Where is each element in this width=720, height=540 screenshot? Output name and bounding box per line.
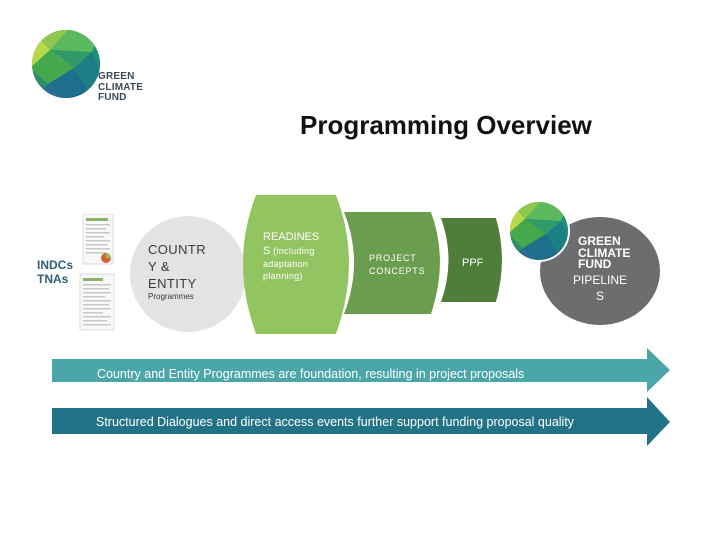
pipeline-line-2: S	[562, 288, 638, 304]
country-line-3: ENTITY	[148, 275, 212, 292]
page-title: Programming Overview	[300, 110, 592, 141]
pipelines-label: PIPELINE S	[562, 272, 638, 304]
green-climate-fund-logo-globe	[30, 28, 102, 100]
project-line-1: PROJECT	[369, 252, 439, 265]
country-entity-label: COUNTR Y & ENTITY	[148, 241, 212, 292]
readiness-label: READINES S (including adaptation plannin…	[263, 230, 347, 282]
readiness-line-2-small: (including	[270, 246, 314, 256]
document-thumbnail-graphic	[78, 214, 124, 332]
small-logo-globe	[508, 200, 570, 262]
project-line-2: CONCEPTS	[369, 265, 439, 278]
readiness-line-2: S (including	[263, 244, 347, 258]
first-arrow-label: Country and Entity Programmes are founda…	[97, 367, 524, 381]
arrows-graphic	[50, 348, 672, 448]
ppf-label: PPF	[462, 257, 483, 269]
readiness-line-1: READINES	[263, 230, 347, 244]
tnas-line: TNAs	[37, 272, 83, 286]
logo-line-fund: FUND	[98, 93, 168, 104]
indcs-line: INDCs	[37, 258, 83, 272]
indcs-label: INDCs TNAs	[37, 258, 83, 286]
logo-wordmark: GREEN CLIMATE FUND	[98, 72, 168, 104]
project-concepts-label: PROJECT CONCEPTS	[369, 252, 439, 277]
programmes-label: Programmes	[148, 292, 194, 301]
document-thumbnails	[78, 214, 124, 332]
pipeline-logo-line-3: FUND	[578, 259, 638, 271]
country-line-2: Y &	[148, 258, 212, 275]
readiness-line-4: planning)	[263, 270, 347, 282]
readiness-line-3: adaptation	[263, 258, 347, 270]
logo-line-green: GREEN	[98, 72, 168, 83]
country-line-1: COUNTR	[148, 241, 212, 258]
pipeline-line-1: PIPELINE	[562, 272, 638, 288]
second-arrow-label: Structured Dialogues and direct access e…	[96, 415, 574, 429]
pipeline-logo-wordmark: GREEN CLIMATE FUND	[578, 236, 638, 271]
